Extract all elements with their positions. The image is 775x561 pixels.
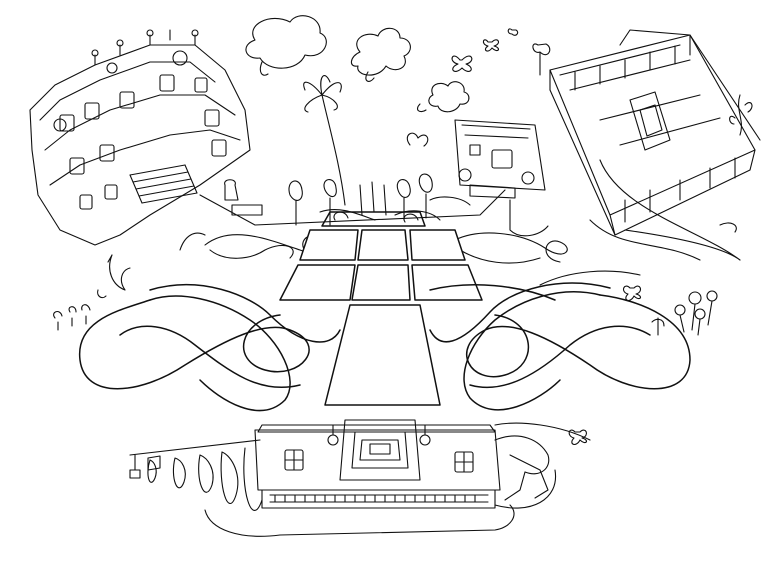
small-creatures-left bbox=[53, 254, 131, 331]
paved-walkway bbox=[279, 211, 483, 406]
glass-pavilion bbox=[549, 29, 761, 261]
flower-patch-right bbox=[532, 43, 718, 336]
scroll-ornament-left bbox=[79, 284, 341, 412]
back-garden bbox=[199, 75, 546, 226]
ornate-building bbox=[29, 29, 251, 246]
bottom-building bbox=[129, 419, 591, 537]
stray-lines bbox=[179, 196, 737, 286]
butterflies bbox=[451, 28, 642, 446]
cloud-middle bbox=[350, 27, 411, 82]
cloud-left bbox=[245, 15, 327, 76]
scroll-ornament-right bbox=[429, 282, 691, 411]
clouds bbox=[245, 15, 470, 113]
cloud-right bbox=[417, 81, 470, 113]
